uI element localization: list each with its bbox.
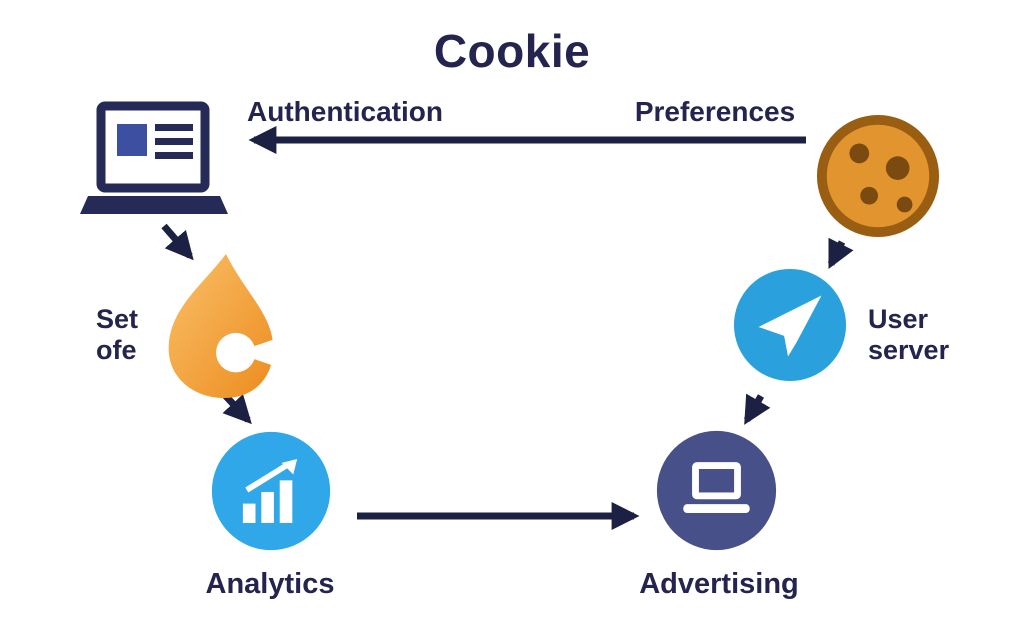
user-server-line1: User — [868, 304, 929, 334]
set-label: Set ofe — [96, 304, 138, 366]
cookie-node — [814, 112, 942, 240]
diagram-title: Cookie — [433, 25, 591, 77]
arrow-cookie-to-send — [827, 237, 854, 270]
authentication-label: Authentication — [247, 96, 443, 127]
paper-plane-icon — [733, 268, 847, 382]
cookie-icon — [816, 114, 940, 238]
send-node — [731, 266, 849, 384]
flame-node — [150, 252, 290, 400]
user-server-label: User server — [868, 304, 949, 366]
browser-node — [80, 100, 230, 222]
user-server-line2: server — [868, 335, 950, 365]
arrow-send-to-advertising — [743, 393, 771, 425]
laptop-ad-icon — [656, 430, 777, 551]
preferences-label: Preferences — [634, 96, 796, 127]
flame-icon — [168, 253, 282, 399]
set-label-line2: ofe — [96, 335, 137, 365]
laptop-icon — [80, 101, 228, 214]
set-label-line1: Set — [96, 304, 139, 334]
advertising-node — [653, 427, 780, 554]
bar-chart-icon — [211, 431, 331, 551]
analytics-node — [208, 428, 334, 554]
advertising-label: Advertising — [639, 568, 799, 600]
analytics-label: Analytics — [205, 568, 335, 600]
